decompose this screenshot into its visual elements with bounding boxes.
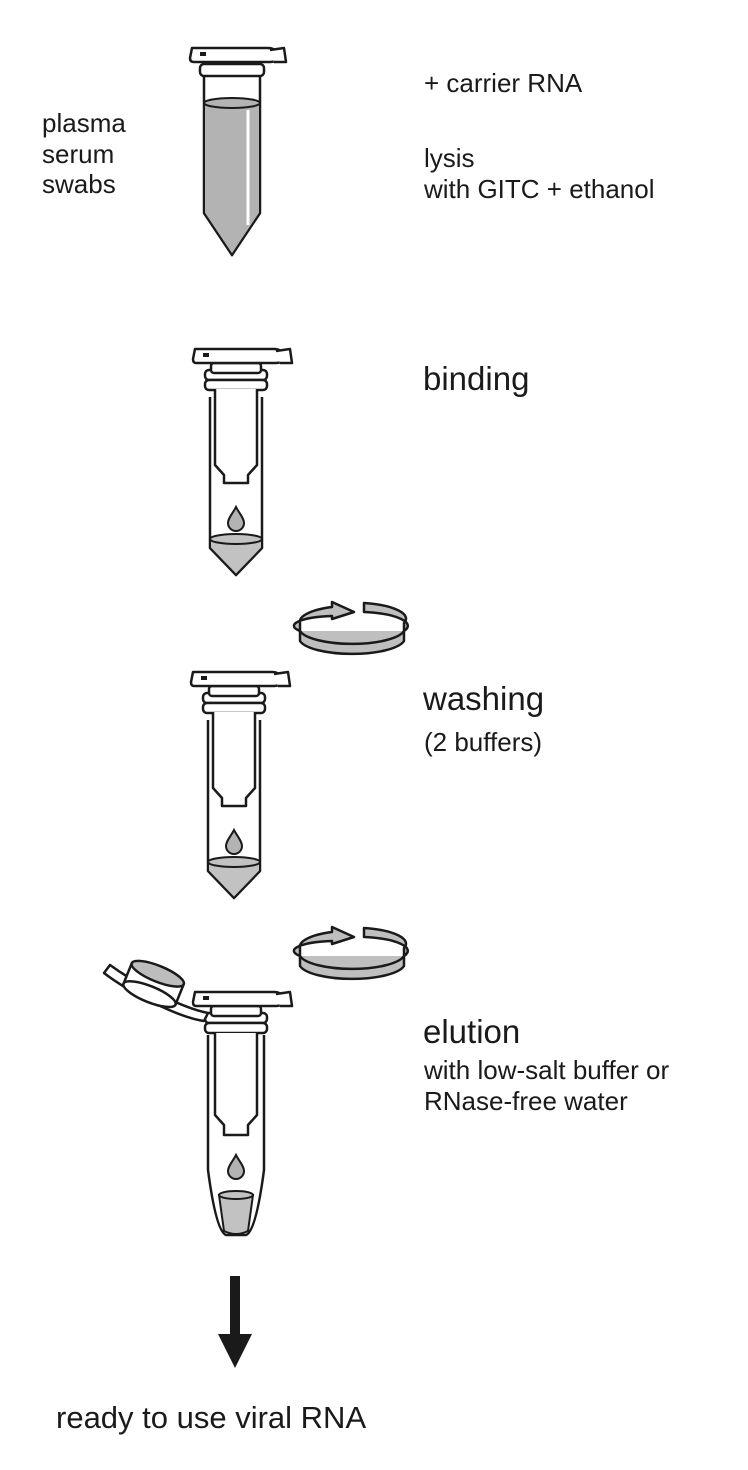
elution-step-detail: with low-salt buffer or RNase-free water <box>424 1055 669 1116</box>
elution-tube-icon <box>102 959 294 1237</box>
centrifuge-arrow-icon <box>292 925 410 981</box>
carrier-rna-label: + carrier RNA <box>424 68 583 98</box>
lysis-step-label: lysis with GITC + ethanol <box>424 143 655 204</box>
lysis-title: lysis <box>424 143 475 173</box>
washing-column-icon <box>189 670 292 900</box>
washing-step-label: washing <box>423 680 545 717</box>
binding-step-label: binding <box>423 360 530 397</box>
elution-detail-line-2: RNase-free water <box>424 1085 628 1116</box>
sample-types-list: plasma serum swabs <box>42 108 126 200</box>
washing-step-detail: (2 buffers) <box>424 727 543 757</box>
result-arrow-icon <box>218 1276 252 1368</box>
lysis-detail: with GITC + ethanol <box>424 173 655 204</box>
sample-type-serum: serum <box>42 138 115 169</box>
elution-step-label: elution <box>423 1013 521 1050</box>
binding-column-icon <box>191 347 294 577</box>
centrifuge-arrow-icon <box>292 600 410 656</box>
sample-type-plasma: plasma <box>42 108 126 138</box>
sample-tube-icon <box>188 46 288 257</box>
sample-type-swabs: swabs <box>42 169 116 200</box>
elution-detail-line-1: with low-salt buffer or <box>424 1055 670 1085</box>
result-label: ready to use viral RNA <box>56 1400 367 1435</box>
